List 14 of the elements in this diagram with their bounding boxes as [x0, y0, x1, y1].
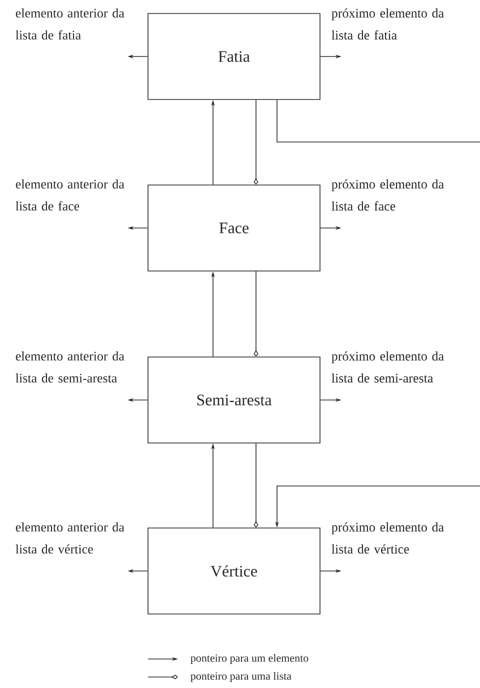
legend-text: ponteiro para uma lista [190, 672, 292, 682]
legend-text: ponteiro para um elemento [190, 654, 308, 664]
class-box: Vértice [148, 528, 320, 614]
side-note: elemento anterior da lista de semi-aresta [16, 351, 124, 383]
side-note: próximo elemento da lista de face [332, 179, 444, 211]
side-note: próximo elemento da lista de vértice [332, 522, 444, 554]
side-note: próximo elemento da lista de semi-aresta [332, 351, 444, 383]
side-note: elemento anterior da lista de fatia [16, 8, 124, 40]
class-box: Semi-aresta [148, 356, 320, 444]
side-note: próximo elemento da lista de fatia [332, 8, 444, 40]
class-box: Face [148, 184, 320, 272]
class-box: Fatia [148, 13, 320, 100]
side-note: elemento anterior da lista de face [16, 179, 124, 211]
side-note: elemento anterior da lista de vértice [16, 522, 124, 554]
